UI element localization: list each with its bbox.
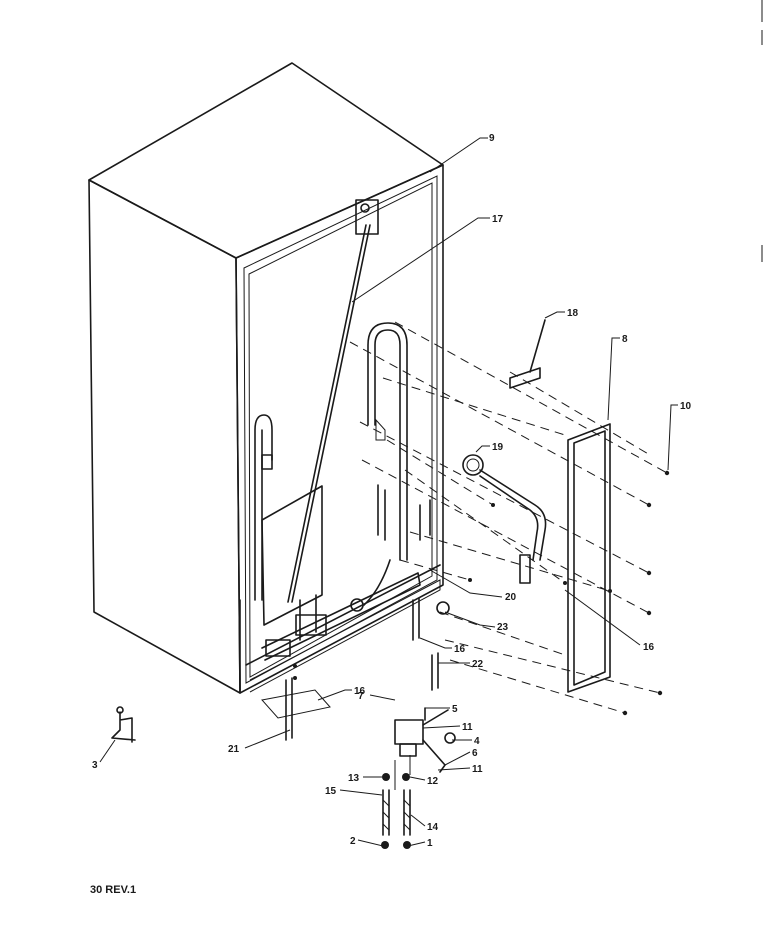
callout-2: 2 (350, 836, 356, 847)
callout-10: 10 (680, 401, 692, 412)
valve-assembly (111, 652, 456, 849)
callout-18: 18 (567, 308, 579, 319)
callout-3: 3 (92, 760, 98, 771)
callout-6: 6 (472, 748, 478, 759)
callout-labels: 9 17 18 8 10 19 20 16 23 16 22 5 7 11 4 … (92, 133, 692, 849)
callout-12: 12 (427, 776, 439, 787)
callout-23: 23 (497, 622, 509, 633)
callout-16-right: 16 (643, 642, 655, 653)
callout-11-top: 11 (462, 722, 473, 733)
callout-9: 9 (489, 133, 495, 144)
callout-19: 19 (492, 442, 504, 453)
rear-panel (567, 423, 611, 693)
callout-4: 4 (474, 736, 480, 747)
callout-11-bottom: 11 (472, 764, 483, 775)
callout-14: 14 (427, 822, 439, 833)
callout-16-center: 16 (454, 644, 466, 655)
cabinet (88, 62, 444, 694)
callout-5: 5 (452, 704, 458, 715)
callout-21: 21 (228, 744, 240, 755)
callout-22: 22 (472, 659, 484, 670)
callout-1: 1 (427, 838, 433, 849)
explode-lines (349, 321, 668, 714)
callout-20: 20 (505, 592, 517, 603)
leader-lines (99, 137, 678, 847)
diagram-reference-code: 30 REV.1 (90, 884, 137, 896)
callout-8: 8 (622, 334, 628, 345)
callout-17: 17 (492, 214, 504, 225)
screws (293, 470, 670, 716)
callout-13: 13 (348, 773, 360, 784)
callout-7: 7 (358, 691, 364, 702)
callout-16-left: 16 (354, 686, 366, 697)
internal-parts (239, 199, 547, 691)
callout-15: 15 (325, 786, 337, 797)
